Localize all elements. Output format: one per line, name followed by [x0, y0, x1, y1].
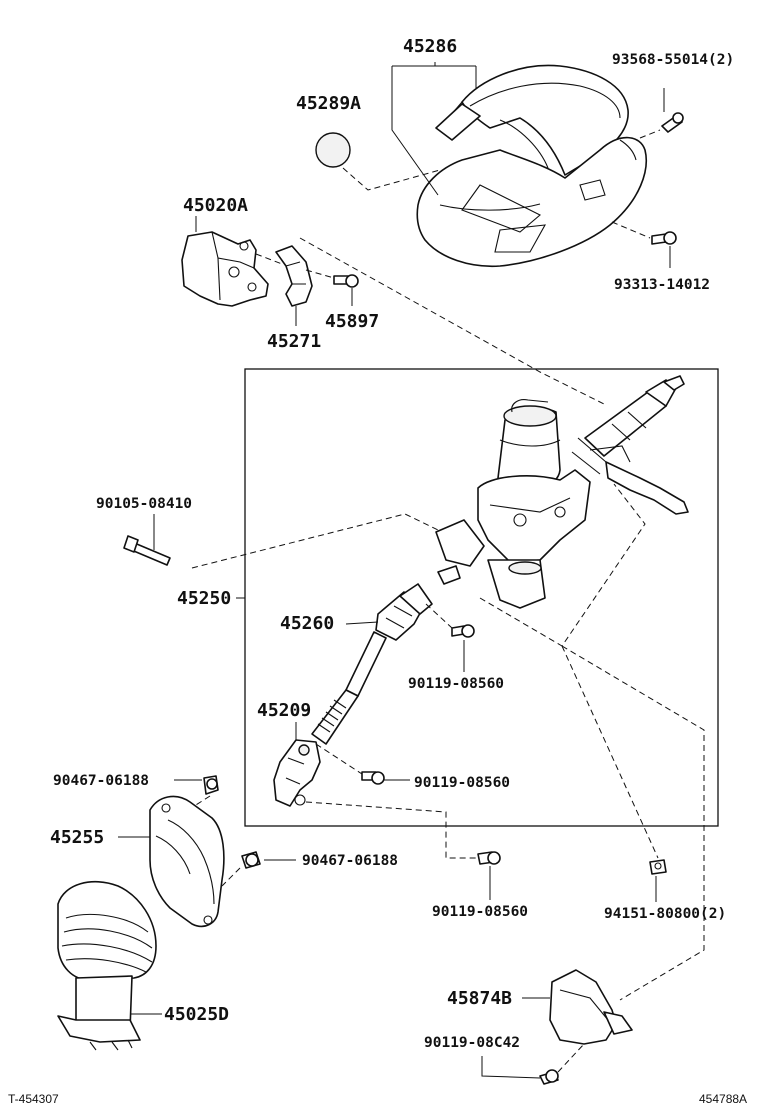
label-45025D: 45025D — [164, 1004, 229, 1025]
dash-to-45874B — [561, 645, 705, 1001]
dash-cover-to-column — [299, 237, 605, 405]
bracket-45874B[interactable] — [522, 969, 633, 1045]
bolt-45897[interactable] — [333, 274, 359, 306]
label-90467-06188-b: 90467-06188 — [302, 853, 398, 869]
label-45286: 45286 — [403, 36, 457, 57]
steering-column-assembly[interactable] — [435, 375, 689, 609]
column-cover-lower[interactable] — [416, 136, 647, 268]
clip-90467-a[interactable] — [174, 775, 219, 811]
steering-column-boot-45025D[interactable] — [57, 880, 162, 1051]
footer-right-reference: 454788A — [699, 1092, 747, 1106]
dash-90105-to-column — [191, 513, 439, 569]
label-45250: 45250 — [177, 588, 231, 609]
footer-left-reference: T-454307 — [8, 1092, 59, 1106]
screw-93568[interactable] — [639, 88, 684, 139]
column-bracket[interactable] — [181, 216, 283, 307]
label-45255: 45255 — [50, 827, 104, 848]
label-45271: 45271 — [267, 331, 321, 352]
clamp-45271[interactable] — [275, 245, 335, 326]
label-45874B: 45874B — [447, 988, 512, 1009]
bolt-90119-08C42[interactable] — [481, 1043, 585, 1085]
label-90119-08560-c: 90119-08560 — [432, 904, 528, 920]
dash-94151-lower — [561, 645, 659, 859]
label-45260: 45260 — [280, 613, 334, 634]
label-45209: 45209 — [257, 700, 311, 721]
label-94151-80800: 94151-80800(2) — [604, 906, 726, 922]
label-90119-08560-a: 90119-08560 — [408, 676, 504, 692]
label-45289A: 45289A — [296, 93, 361, 114]
bolt-90105-08410[interactable] — [123, 514, 171, 566]
label-90119-08560-b: 90119-08560 — [414, 775, 510, 791]
column-hole-cover-45255[interactable] — [118, 795, 225, 928]
universal-joint-45209[interactable] — [273, 722, 480, 859]
bolt-90119-a[interactable] — [425, 603, 475, 672]
column-cover-upper[interactable] — [435, 64, 629, 176]
screw-93313[interactable] — [611, 221, 677, 268]
label-90467-06188-a: 90467-06188 — [53, 773, 149, 789]
bolt-90119-c[interactable] — [477, 851, 501, 900]
intermediate-shaft-45260[interactable] — [311, 583, 433, 745]
label-90105-08410: 90105-08410 — [96, 496, 192, 512]
bolt-90119-b[interactable] — [361, 771, 410, 785]
label-93313-14012: 93313-14012 — [614, 277, 710, 293]
label-93568-55014: 93568-55014(2) — [612, 52, 734, 68]
column-cover-cap[interactable] — [315, 132, 441, 191]
label-45020A: 45020A — [183, 195, 248, 216]
nut-94151[interactable] — [649, 859, 667, 902]
label-90119-08C42: 90119-08C42 — [424, 1035, 520, 1051]
leader-45286 — [391, 62, 477, 196]
clip-90467-b[interactable] — [221, 851, 296, 887]
label-45897: 45897 — [325, 311, 379, 332]
